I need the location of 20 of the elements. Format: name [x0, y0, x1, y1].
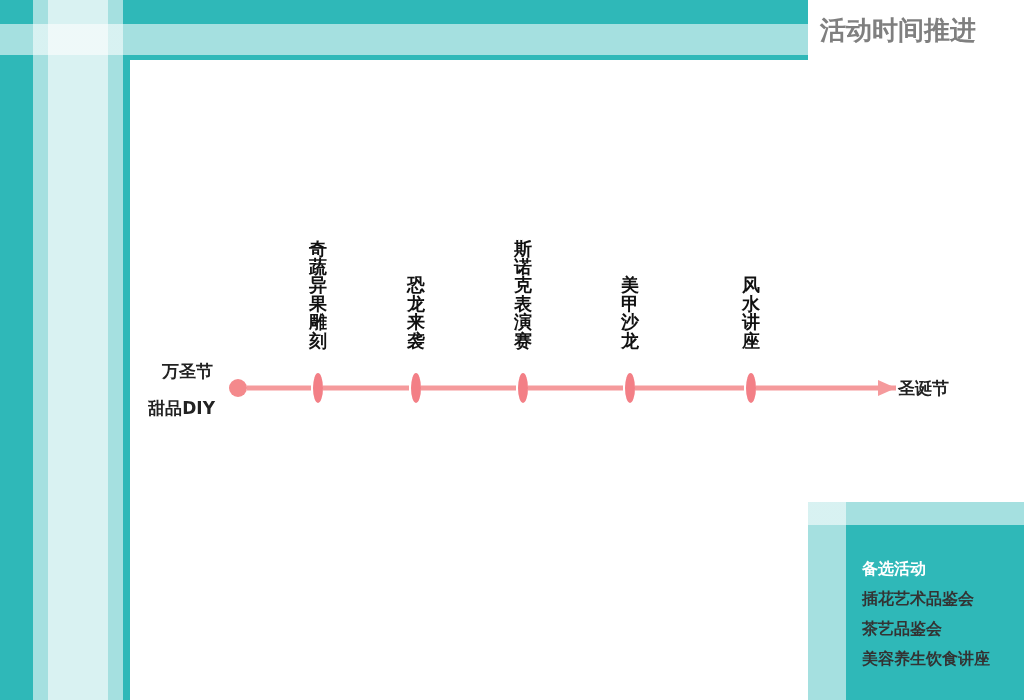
list-item: 美容养生饮食讲座	[862, 648, 990, 670]
event-label: 斯诺克表演赛	[514, 239, 532, 350]
panel-heading: 备选活动	[862, 558, 926, 580]
end-label: 圣诞节	[898, 377, 949, 399]
start-label: 甜品DIY	[148, 397, 215, 419]
timeline-segment	[247, 385, 311, 391]
start-label: 万圣节	[162, 360, 213, 382]
event-label: 恐龙来袭	[407, 276, 425, 350]
timeline-segment	[528, 385, 623, 391]
page-title: 活动时间推进	[820, 15, 976, 45]
list-item: 插花艺术品鉴会	[862, 588, 974, 610]
timeline-segment	[421, 385, 516, 391]
timeline-segment	[323, 385, 409, 391]
list-item: 茶艺品鉴会	[862, 618, 942, 640]
event-label: 风水讲座	[742, 276, 760, 350]
side-panel	[808, 502, 1024, 700]
event-label: 奇蔬异果雕刻	[309, 239, 327, 350]
event-label: 美甲沙龙	[621, 276, 639, 350]
timeline-arrow	[756, 380, 896, 396]
timeline-segment	[635, 385, 744, 391]
